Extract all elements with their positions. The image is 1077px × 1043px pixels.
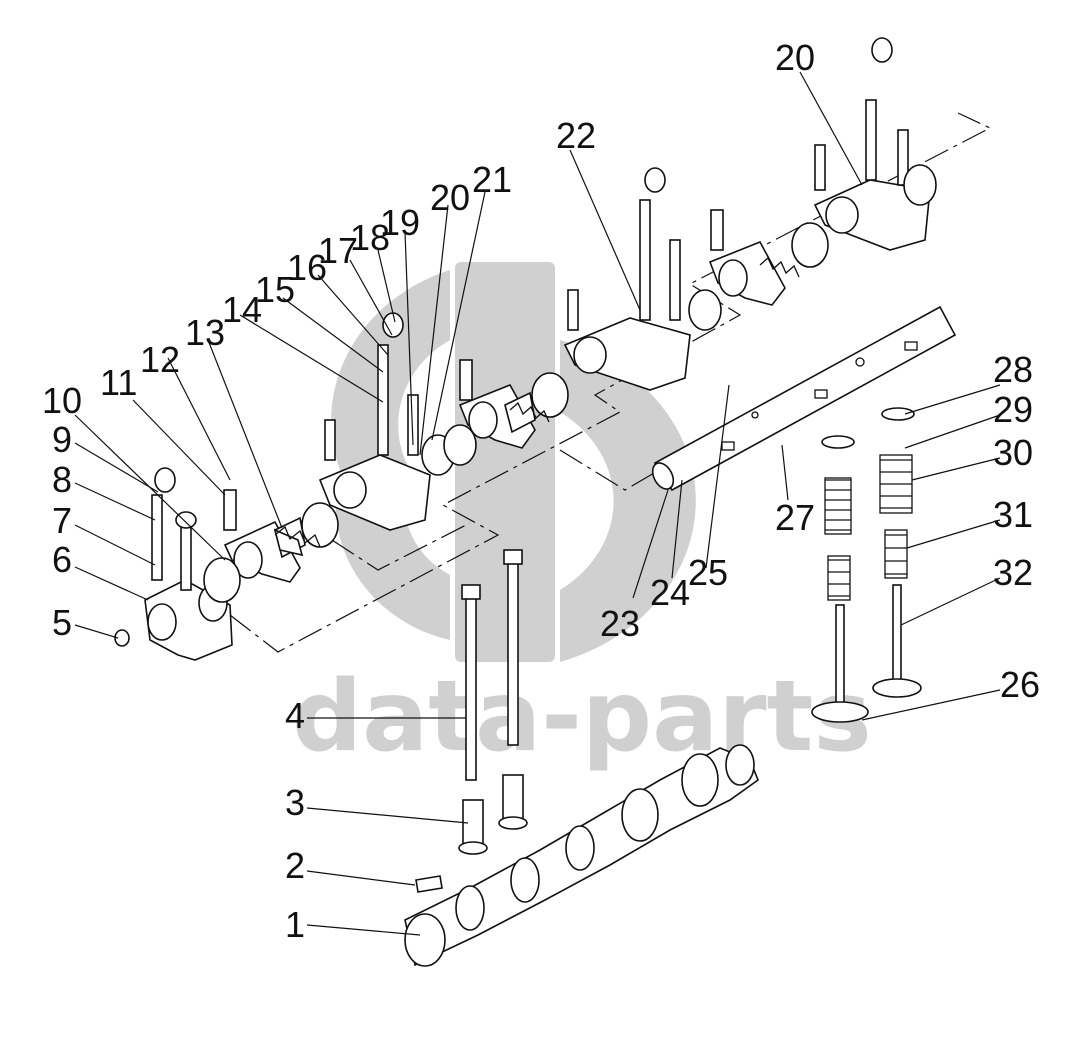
valve-assembly-right (872, 407, 922, 698)
callout-16: 16 (287, 247, 327, 288)
callout-30: 30 (993, 432, 1033, 473)
callout-26: 26 (1000, 664, 1040, 705)
key (415, 875, 443, 893)
rocker-shaft (651, 305, 957, 492)
watermark: data-parts (292, 262, 872, 774)
leader-lines (74, 71, 1001, 936)
callout-labels: 1 2 3 4 5 6 7 8 9 10 11 12 13 14 15 16 1… (42, 37, 1040, 945)
callout-23: 23 (600, 603, 640, 644)
callout-18: 18 (350, 217, 390, 258)
callout-4: 4 (285, 695, 305, 736)
callout-21: 21 (472, 159, 512, 200)
dp-logo (331, 262, 696, 662)
callout-25: 25 (688, 552, 728, 593)
callout-2: 2 (285, 845, 305, 886)
callout-20b: 20 (775, 37, 815, 78)
callout-10: 10 (42, 380, 82, 421)
rocker-group-2 (273, 312, 477, 557)
callout-9: 9 (52, 419, 72, 460)
callout-5: 5 (52, 602, 72, 643)
callout-27: 27 (775, 497, 815, 538)
callout-15: 15 (255, 269, 295, 310)
rocker-group-4 (563, 167, 722, 391)
watermark-text: data-parts (292, 660, 872, 774)
callout-3: 3 (285, 782, 305, 823)
callout-8: 8 (52, 459, 72, 500)
callout-1: 1 (285, 904, 305, 945)
valve-assembly-left (811, 435, 869, 723)
callout-20: 20 (430, 177, 470, 218)
callout-14: 14 (222, 289, 262, 330)
callout-32: 32 (993, 552, 1033, 593)
callout-6: 6 (52, 539, 72, 580)
callout-17: 17 (318, 230, 358, 271)
callout-12: 12 (140, 339, 180, 380)
rocker-group-5 (708, 209, 829, 306)
tappets (458, 774, 528, 855)
callout-29: 29 (993, 389, 1033, 430)
callout-7: 7 (52, 500, 72, 541)
callout-24: 24 (650, 572, 690, 613)
callout-11: 11 (100, 362, 137, 403)
rocker-springs (274, 256, 800, 548)
left-support-bracket (114, 467, 233, 661)
callout-19: 19 (380, 202, 420, 243)
callout-28: 28 (993, 349, 1033, 390)
rocker-group-6 (813, 37, 937, 251)
camshaft (404, 744, 759, 967)
callout-31: 31 (993, 494, 1033, 535)
rocker-group-3 (458, 359, 569, 449)
push-rods (461, 549, 523, 781)
callout-13: 13 (185, 312, 225, 353)
callout-22: 22 (556, 115, 596, 156)
